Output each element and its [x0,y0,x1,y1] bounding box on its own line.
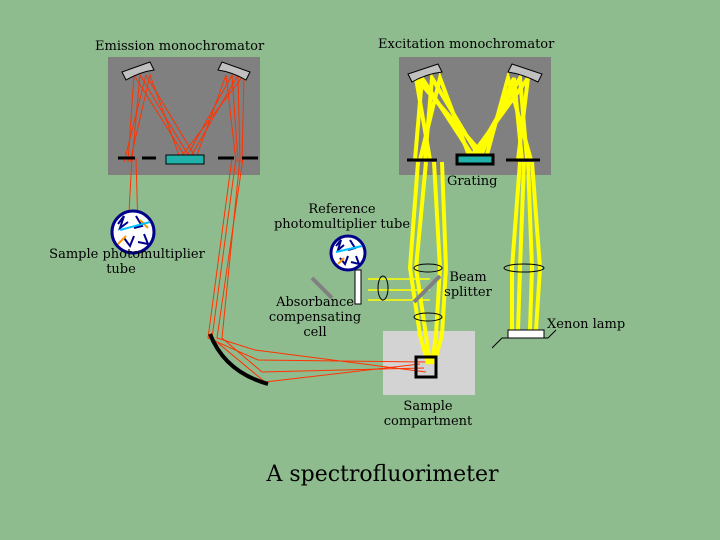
diagram-title: A spectrofluorimeter [266,462,499,487]
absorbance-cell-label: Absorbance compensating cell [255,295,375,340]
xenon-lamp [507,329,545,339]
reference-pmt-label: Reference photomultiplier tube [262,202,422,232]
emission-grating [165,154,205,165]
emission-monochromator-label: Emission monochromator [95,39,265,54]
sample-photomultiplier-tube [110,209,156,255]
beam-splitter-label-line2: splitter [444,285,492,300]
sample-compartment-label-line1: Sample [403,399,453,414]
reference-pmt-label-line2: photomultiplier tube [273,217,411,232]
lenses [377,263,545,322]
excitation-monochromator-label: Excitation monochromator [378,37,555,52]
excitation-mirror-left [407,63,443,83]
sample-cuvette [414,355,438,379]
concave-mirror [208,333,269,386]
absorbance-cell-label-line2: compensating [268,310,362,325]
absorbance-cell-label-line3: cell [303,325,327,340]
lens-upper [413,263,443,273]
reference-photomultiplier-tube [329,234,367,272]
excitation-grating [455,153,495,166]
beam-splitter [412,274,442,304]
excitation-mirror-right [507,63,543,83]
excitation-mirrors [407,63,543,83]
xenon-lamp-label: Xenon lamp [547,317,626,332]
lens-reference [377,275,389,301]
sample-pmt-label: Sample photomultiplier tube [42,247,212,277]
absorbance-cell-label-line1: Absorbance [276,295,354,310]
sample-pmt-label-line2: tube [106,262,136,277]
sample-compartment-label-line2: compartment [383,414,473,429]
emission-mirror-left [121,61,155,81]
lens-lower [413,312,443,322]
lens-lamp [503,263,545,273]
beam-splitter-label-line1: Beam [449,270,487,285]
excitation-beam [407,161,543,365]
beam-splitter-label: Beam splitter [436,270,500,300]
sample-compartment-label: Sample compartment [368,399,488,429]
sample-pmt-label-line1: Sample photomultiplier [49,247,205,262]
reference-mirror [310,276,334,300]
emission-mirrors [121,61,251,81]
reference-pmt-label-line1: Reference [308,202,376,217]
xenon-lamp-leader [491,329,557,349]
absorbance-cell [354,269,362,305]
grating-label: Grating [447,174,498,189]
emission-mirror-right [217,61,251,81]
